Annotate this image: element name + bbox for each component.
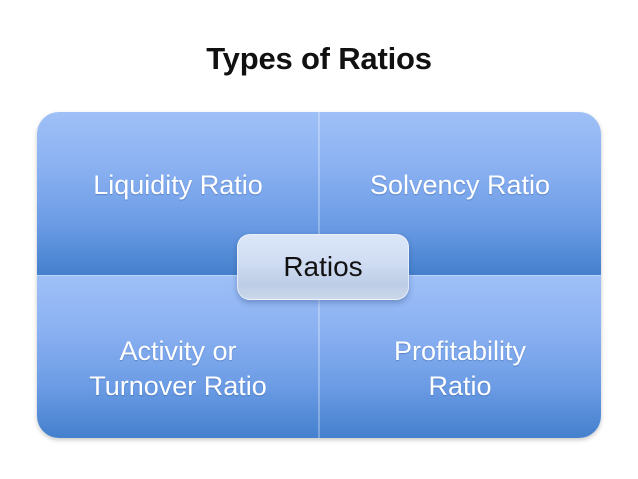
quadrant-bottom-right[interactable]: Profitability Ratio: [319, 275, 601, 438]
quadrant-bottom-left[interactable]: Activity or Turnover Ratio: [37, 275, 319, 438]
quadrant-label-profitability-ratio: Profitability Ratio: [393, 335, 527, 401]
page-title: Types of Ratios: [206, 41, 432, 76]
quadrant-label-liquidity-ratio: Liquidity Ratio: [93, 170, 263, 200]
quadrant-label-solvency-ratio: Solvency Ratio: [369, 170, 551, 200]
diagram-center-node[interactable]: Ratios: [237, 234, 409, 300]
ratios-matrix-diagram: Liquidity Ratio Solvency Ratio Activity …: [37, 112, 601, 438]
quadrant-label-activity-turnover-ratio: Activity or Turnover Ratio: [89, 335, 267, 401]
matrix-bottom-half-background: [37, 275, 601, 438]
center-node-label: Ratios: [283, 251, 363, 282]
quadrant-top-right[interactable]: Solvency Ratio: [319, 112, 601, 275]
quadrant-top-left[interactable]: Liquidity Ratio: [37, 112, 319, 275]
